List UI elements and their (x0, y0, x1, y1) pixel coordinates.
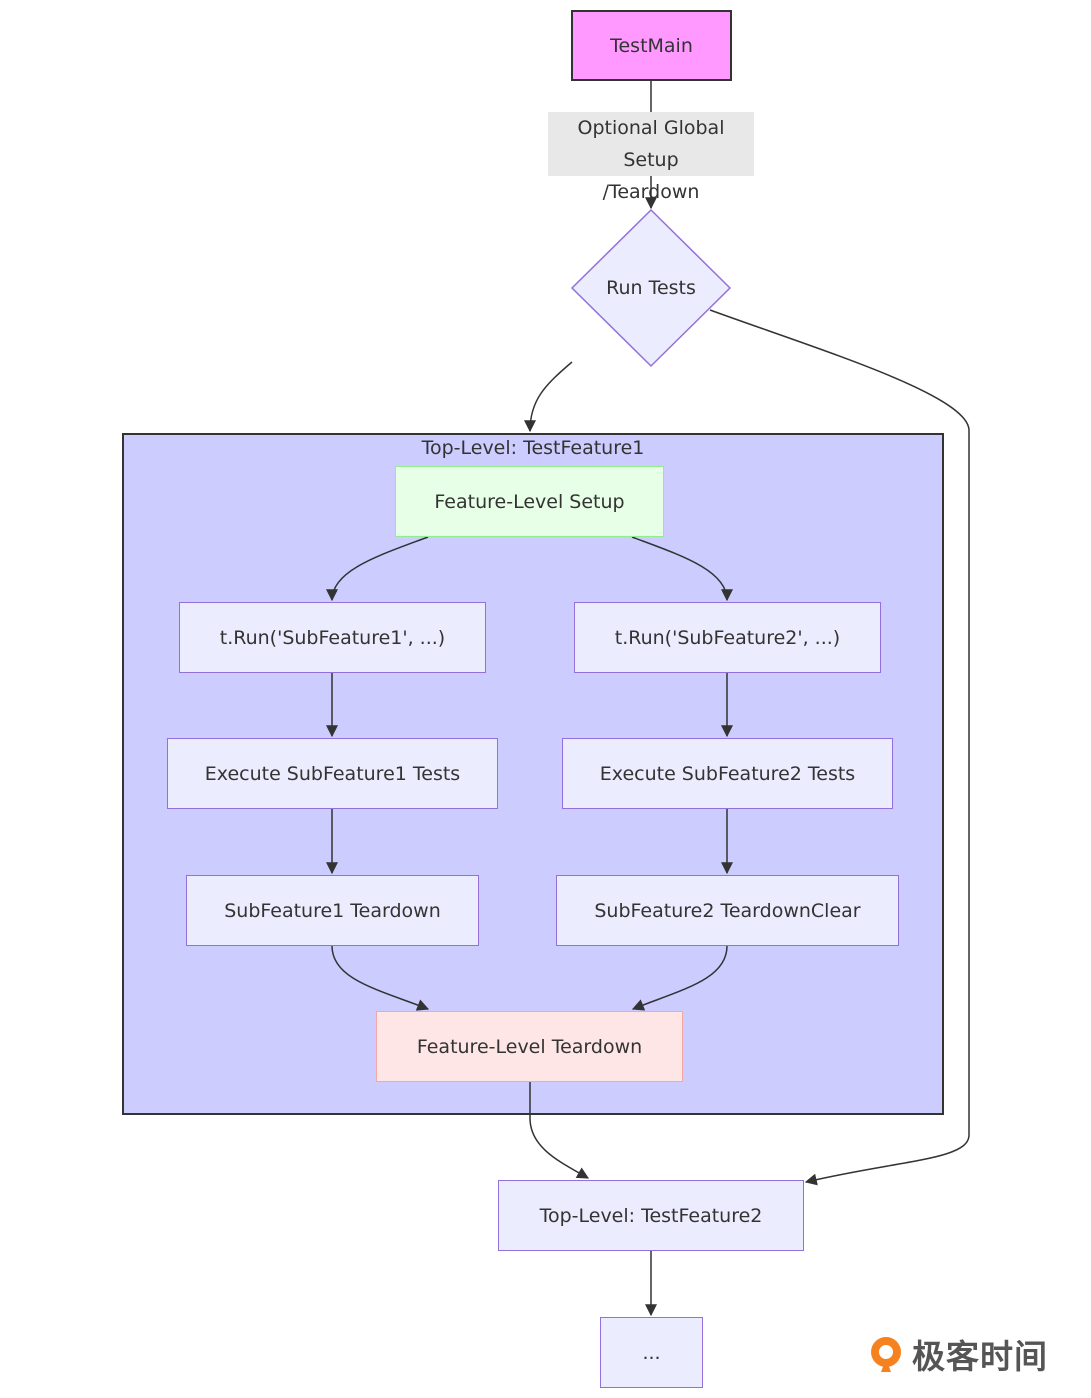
edge-label-global-setup: Optional Global Setup /Teardown (548, 112, 754, 203)
geektime-logo: 极客时间 (866, 1330, 1048, 1378)
node-feature-level-teardown[interactable]: Feature-Level Teardown (376, 1011, 683, 1082)
geektime-logo-text: 极客时间 (912, 1337, 1048, 1376)
node-execute-subfeature2-tests[interactable]: Execute SubFeature2 Tests (562, 738, 893, 809)
node-subfeature1-teardown[interactable]: SubFeature1 Teardown (186, 875, 479, 946)
node-run-tests[interactable]: Run Tests (606, 277, 696, 299)
node-ellipsis[interactable]: ... (600, 1317, 703, 1388)
edge-label-line2: /Teardown (602, 181, 700, 203)
geektime-logo-icon (871, 1337, 901, 1372)
node-run-subfeature1[interactable]: t.Run('SubFeature1', ...) (179, 602, 486, 673)
node-execute-subfeature1-tests[interactable]: Execute SubFeature1 Tests (167, 738, 498, 809)
cluster-title: Top-Level: TestFeature1 (421, 437, 645, 459)
node-top-level-testfeature2[interactable]: Top-Level: TestFeature2 (498, 1180, 804, 1251)
node-feature-level-setup[interactable]: Feature-Level Setup (395, 466, 664, 537)
node-subfeature2-teardownclear[interactable]: SubFeature2 TeardownClear (556, 875, 899, 946)
edge-label-line1: Optional Global Setup (577, 117, 725, 171)
edge-run-tests-to-feature-setup (524, 361, 573, 433)
node-run-subfeature2[interactable]: t.Run('SubFeature2', ...) (574, 602, 881, 673)
node-testmain[interactable]: TestMain (571, 10, 732, 81)
